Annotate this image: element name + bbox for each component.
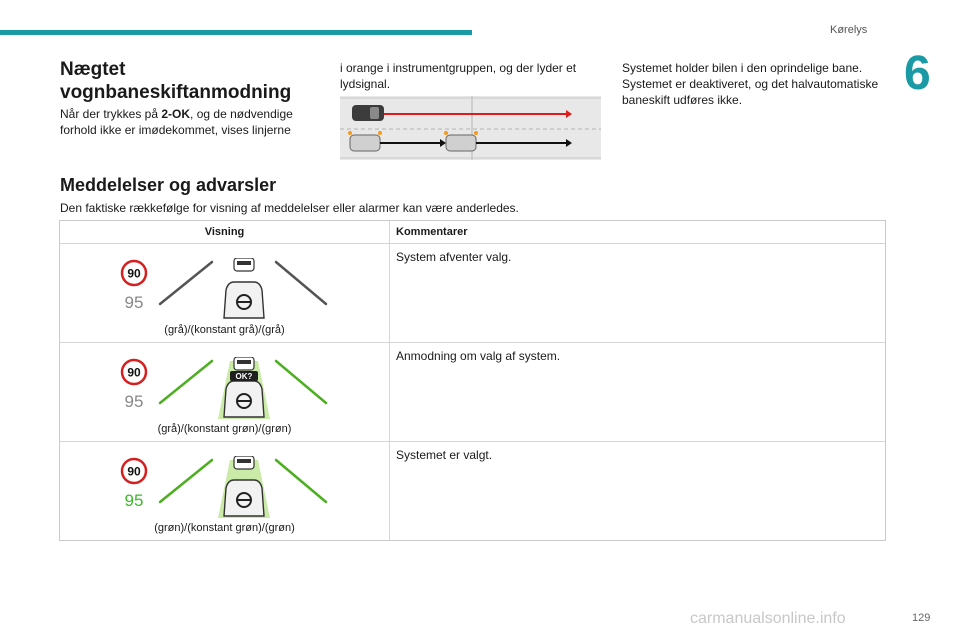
comment-cell: Systemet er valgt. bbox=[390, 442, 885, 540]
car-icon-bottom-left bbox=[349, 134, 381, 152]
lane-assist-indicator-icon: 90 95 OK? bbox=[120, 357, 328, 419]
heading-messages-warnings: Meddelelser og advarsler bbox=[60, 175, 277, 195]
heading-lane-change-refused: Nægtet vognbaneskiftanmodning bbox=[60, 59, 292, 103]
messages-table: Visning Kommentarer 90 95 (grå)/(konstant … bbox=[59, 220, 886, 541]
paragraph-middle: i orange i instrumentgruppen, og der lyd… bbox=[340, 61, 577, 91]
lane-change-diagram bbox=[340, 96, 601, 160]
car-icon-top bbox=[352, 105, 384, 121]
display-caption: (grøn)/(konstant grøn)/(grøn) bbox=[154, 522, 295, 534]
display-cell: 90 95 (grå)/(konstant grå)/(grå) bbox=[60, 244, 390, 342]
speed-limit-sign-icon bbox=[120, 358, 148, 386]
chapter-accent-bar bbox=[0, 30, 472, 35]
comment-text: System afventer valg. bbox=[396, 250, 512, 264]
table-row: 90 95 OK? (grå)/(konstant grøn)/(grøn) Anmod… bbox=[60, 342, 885, 441]
paragraph-left-start: Når der trykkes på bbox=[60, 107, 162, 121]
table-row: 90 95 (grøn)/(konstant grøn)/(grøn) Systeme… bbox=[60, 441, 885, 540]
own-car-icon bbox=[223, 380, 265, 418]
comment-text: Anmodning om valg af system. bbox=[396, 349, 561, 363]
table-row: 90 95 (grå)/(konstant grå)/(grå) System afv… bbox=[60, 243, 885, 342]
speed-limit-sign-icon bbox=[120, 259, 148, 287]
lane-assist-indicator-icon: 90 95 bbox=[120, 456, 328, 518]
comment-cell: Anmodning om valg af system. bbox=[390, 343, 885, 441]
comment-cell: System afventer valg. bbox=[390, 244, 885, 342]
display-cell: 90 95 (grøn)/(konstant grøn)/(grøn) bbox=[60, 442, 390, 540]
table-header-comment: Kommentarer bbox=[396, 226, 468, 238]
own-car-icon bbox=[223, 479, 265, 517]
current-speed-value: 95 bbox=[125, 392, 144, 411]
watermark: carmanualsonline.info bbox=[690, 610, 846, 627]
speed-limit-value: 90 bbox=[127, 465, 141, 479]
display-caption: (grå)/(konstant grå)/(grå) bbox=[164, 324, 285, 336]
page-number: 129 bbox=[912, 612, 931, 624]
speed-limit-value: 90 bbox=[127, 366, 141, 380]
display-caption: (grå)/(konstant grøn)/(grøn) bbox=[157, 423, 292, 435]
chapter-number: 6 bbox=[904, 47, 931, 100]
paragraph-left-end: , og de nødvendige forhold ikke er imøde… bbox=[60, 107, 293, 137]
paragraph-left: Når der trykkes på 2-OK, og de nødvendig… bbox=[60, 106, 315, 138]
button-reference: 2-OK bbox=[161, 107, 191, 121]
current-speed-value: 95 bbox=[125, 293, 144, 312]
table-header-row: Visning Kommentarer bbox=[60, 221, 885, 243]
comment-text: Systemet er valgt. bbox=[396, 448, 493, 462]
own-car-icon bbox=[223, 281, 265, 319]
speed-limit-value: 90 bbox=[127, 267, 141, 281]
intro-text: Den faktiske rækkefølge for visning af m… bbox=[60, 201, 519, 215]
display-cell: 90 95 OK? (grå)/(konstant grøn)/(grøn) bbox=[60, 343, 390, 441]
table-header-display: Visning bbox=[60, 221, 390, 243]
speed-limit-sign-icon bbox=[120, 457, 148, 485]
paragraph-right: Systemet holder bilen i den oprindelige … bbox=[622, 61, 879, 107]
car-icon-bottom-right bbox=[445, 134, 477, 152]
lane-assist-indicator-icon: 90 95 bbox=[120, 258, 328, 319]
section-title: Kørelys bbox=[830, 24, 868, 36]
current-speed-value: 95 bbox=[125, 491, 144, 510]
ok-prompt-label: OK? bbox=[236, 372, 253, 381]
